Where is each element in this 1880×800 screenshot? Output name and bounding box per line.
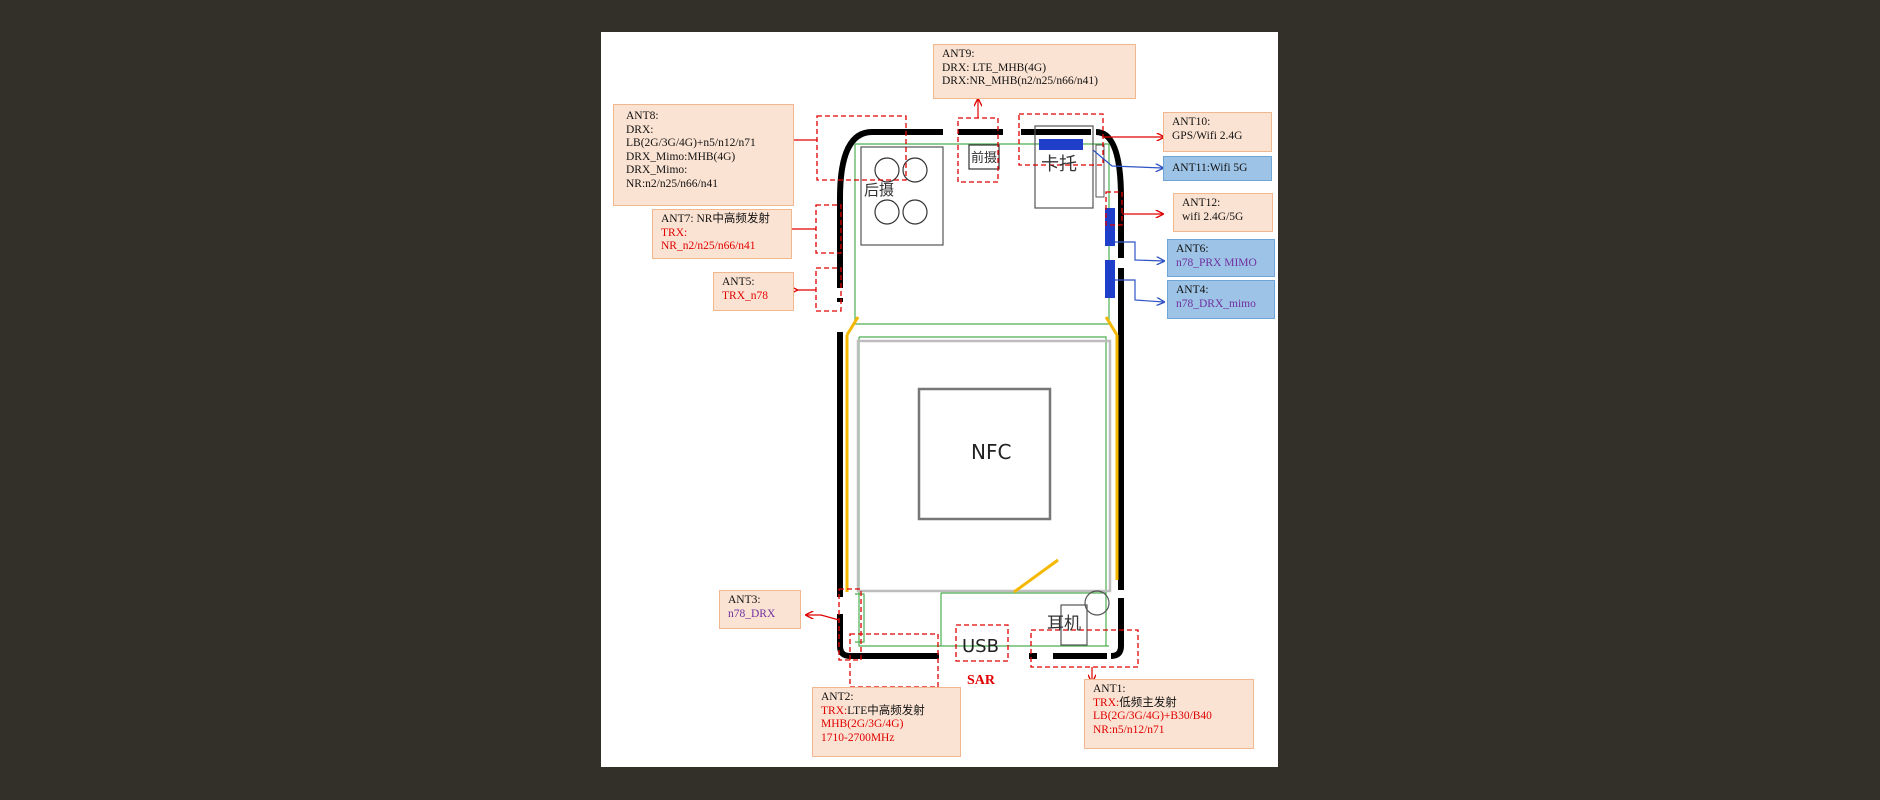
front-camera-label: 前摄 xyxy=(971,150,997,166)
pcb-outline xyxy=(854,143,1110,647)
blue-antenna-blocks xyxy=(1039,139,1115,298)
antenna-layout-diagram: 后摄 前摄 卡托 NFC USB 耳机 ANT9: DRX: LTE_MHB(4… xyxy=(601,32,1278,767)
ant4-label: ANT4: n78_DRX_mimo xyxy=(1167,280,1275,319)
phone-layout-drawing: 后摄 前摄 卡托 NFC USB 耳机 xyxy=(601,32,1278,767)
ant6-label: ANT6: n78_PRX MIMO xyxy=(1167,239,1275,277)
sar-label: SAR xyxy=(967,673,996,688)
ant5-label: ANT5: TRX_n78 xyxy=(713,272,794,311)
ant7-label: ANT7: NR中高频发射 TRX: NR_n2/n25/n66/n41 xyxy=(652,209,792,259)
usb-label: USB xyxy=(962,636,999,657)
card-tray-box xyxy=(1034,125,1094,209)
card-tray-inner-line xyxy=(1095,144,1105,198)
rear-camera-module xyxy=(860,146,944,246)
phone-frame xyxy=(837,129,1124,659)
card-tray-label: 卡托 xyxy=(1041,154,1077,175)
earphone-box xyxy=(1060,604,1088,646)
battery-outline xyxy=(856,339,1112,593)
earphone-circle xyxy=(1084,590,1110,616)
nfc-label: NFC xyxy=(971,440,1011,464)
ant12-label: ANT12: wifi 2.4G/5G xyxy=(1173,193,1273,232)
ant3-label: ANT3: n78_DRX xyxy=(719,590,801,629)
coil-traces xyxy=(845,316,1119,594)
ant8-label: ANT8: DRX: LB(2G/3G/4G)+n5/n12/n71 DRX_M… xyxy=(613,104,794,206)
ant9-label: ANT9: DRX: LTE_MHB(4G) DRX:NR_MHB(n2/n25… xyxy=(933,44,1136,99)
ant1-label: ANT1: TRX:低频主发射 LB(2G/3G/4G)+B30/B40 NR:… xyxy=(1084,679,1254,749)
rear-camera-lenses xyxy=(874,157,928,225)
ant11-label: ANT11:Wifi 5G xyxy=(1163,156,1272,181)
nfc-coil xyxy=(917,387,1052,521)
earphone-label: 耳机 xyxy=(1047,614,1081,634)
ant10-label: ANT10: GPS/Wifi 2.4G xyxy=(1163,112,1272,152)
blue-leader-lines xyxy=(1092,149,1164,302)
front-camera-box xyxy=(968,144,1000,170)
ant2-label: ANT2: TRX:LTE中高频发射 MHB(2G/3G/4G) 1710-27… xyxy=(812,687,961,757)
rear-camera-label: 后摄 xyxy=(864,181,894,199)
